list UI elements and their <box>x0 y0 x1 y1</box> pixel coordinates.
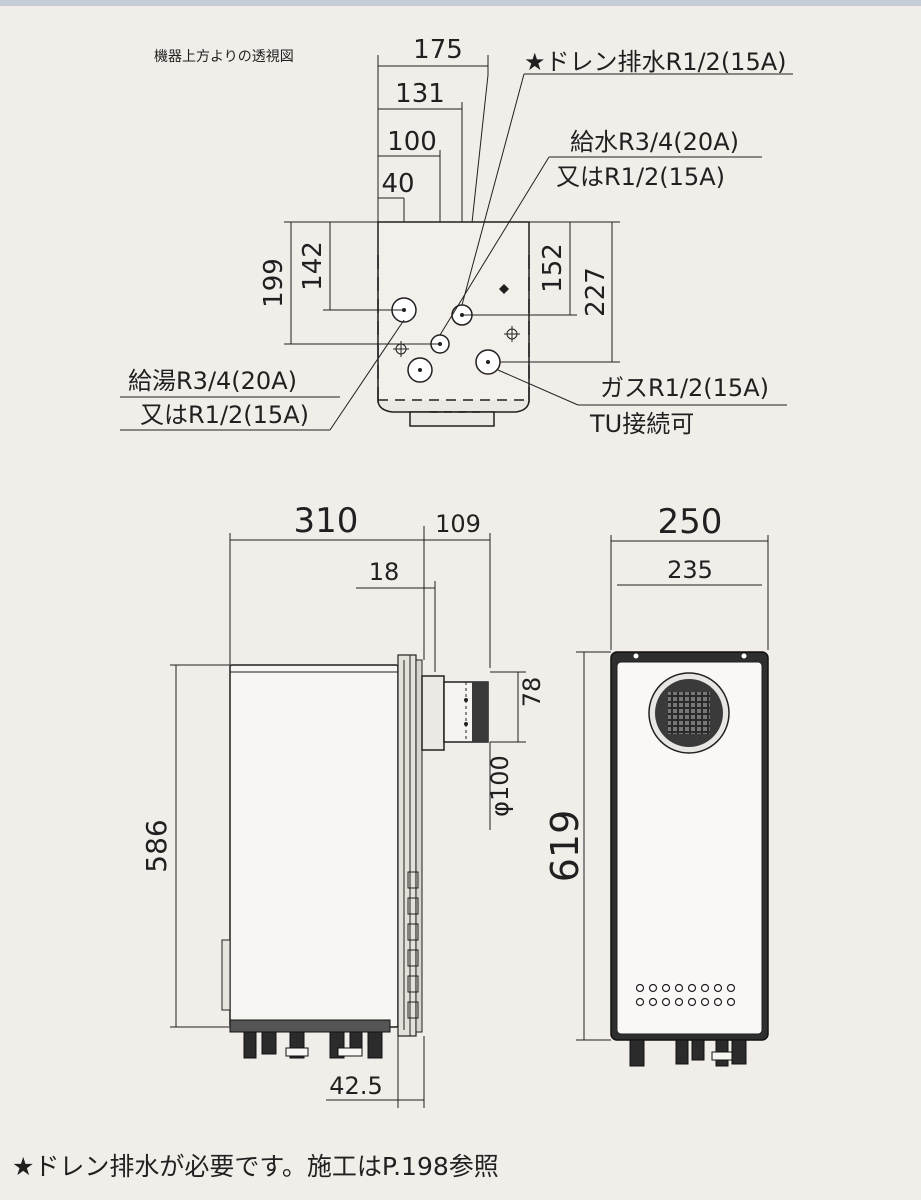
hot-water-label-line2: 又はR1/2(15A) <box>140 401 309 429</box>
drain-label: ★ドレン排水R1/2(15A) <box>524 48 787 76</box>
front-top-dimensions: 250 235 <box>610 502 769 650</box>
dim-619: 619 <box>543 810 587 883</box>
top-view: 機器上方よりの透視図 175 131 100 40 <box>120 35 793 438</box>
drain-footnote: ★ドレン排水が必要です。施工はP.198参照 <box>12 1152 499 1181</box>
dim-152: 152 <box>538 243 568 293</box>
dim-310: 310 <box>294 501 359 541</box>
supply-label-line2: 又はR1/2(15A) <box>556 163 725 191</box>
top-border-bar <box>0 0 921 6</box>
top-right-height-dimensions: 152 227 <box>462 221 620 363</box>
supply-label-line1: 給水R3/4(20A) <box>570 128 739 156</box>
dim-109: 109 <box>435 510 481 538</box>
dim-78: 78 <box>518 677 546 708</box>
top-view-outline <box>377 221 530 427</box>
dim-250: 250 <box>658 502 723 542</box>
hot-water-label-line1: 給湯R3/4(20A) <box>128 367 297 395</box>
dim-phi100: φ100 <box>486 755 514 817</box>
top-left-height-dimensions: 199 142 <box>259 221 440 345</box>
side-unit-body <box>221 654 489 1059</box>
side-view: 310 109 18 <box>140 501 546 1108</box>
dim-100: 100 <box>387 127 437 157</box>
front-unit-body <box>610 651 769 1067</box>
dim-42-5: 42.5 <box>329 1072 382 1100</box>
dimension-drawing: 機器上方よりの透視図 175 131 100 40 <box>120 35 793 1108</box>
top-view-callouts: ★ドレン排水R1/2(15A) 給水R3/4(20A) 又はR1/2(15A) … <box>120 48 793 438</box>
dim-18: 18 <box>369 558 400 586</box>
dim-142: 142 <box>298 241 328 291</box>
top-view-caption: 機器上方よりの透視図 <box>154 49 294 65</box>
side-right-dimensions: 78 φ100 <box>486 671 546 830</box>
front-left-dimension: 619 <box>543 651 611 1041</box>
dim-235: 235 <box>667 556 713 584</box>
front-view: 250 235 <box>543 502 769 1067</box>
side-top-dimensions: 310 109 18 <box>229 501 491 672</box>
gas-label-line1: ガスR1/2(15A) <box>600 374 769 402</box>
dim-40: 40 <box>381 169 414 199</box>
dim-131: 131 <box>395 79 445 109</box>
side-bottom-dimension: 42.5 <box>326 1036 425 1108</box>
dim-227: 227 <box>581 267 611 317</box>
side-left-dimension: 586 <box>140 664 230 1028</box>
dim-175: 175 <box>413 35 463 65</box>
dim-199: 199 <box>259 258 289 308</box>
gas-label-line2: TU接続可 <box>589 410 694 438</box>
dim-586: 586 <box>140 819 173 872</box>
